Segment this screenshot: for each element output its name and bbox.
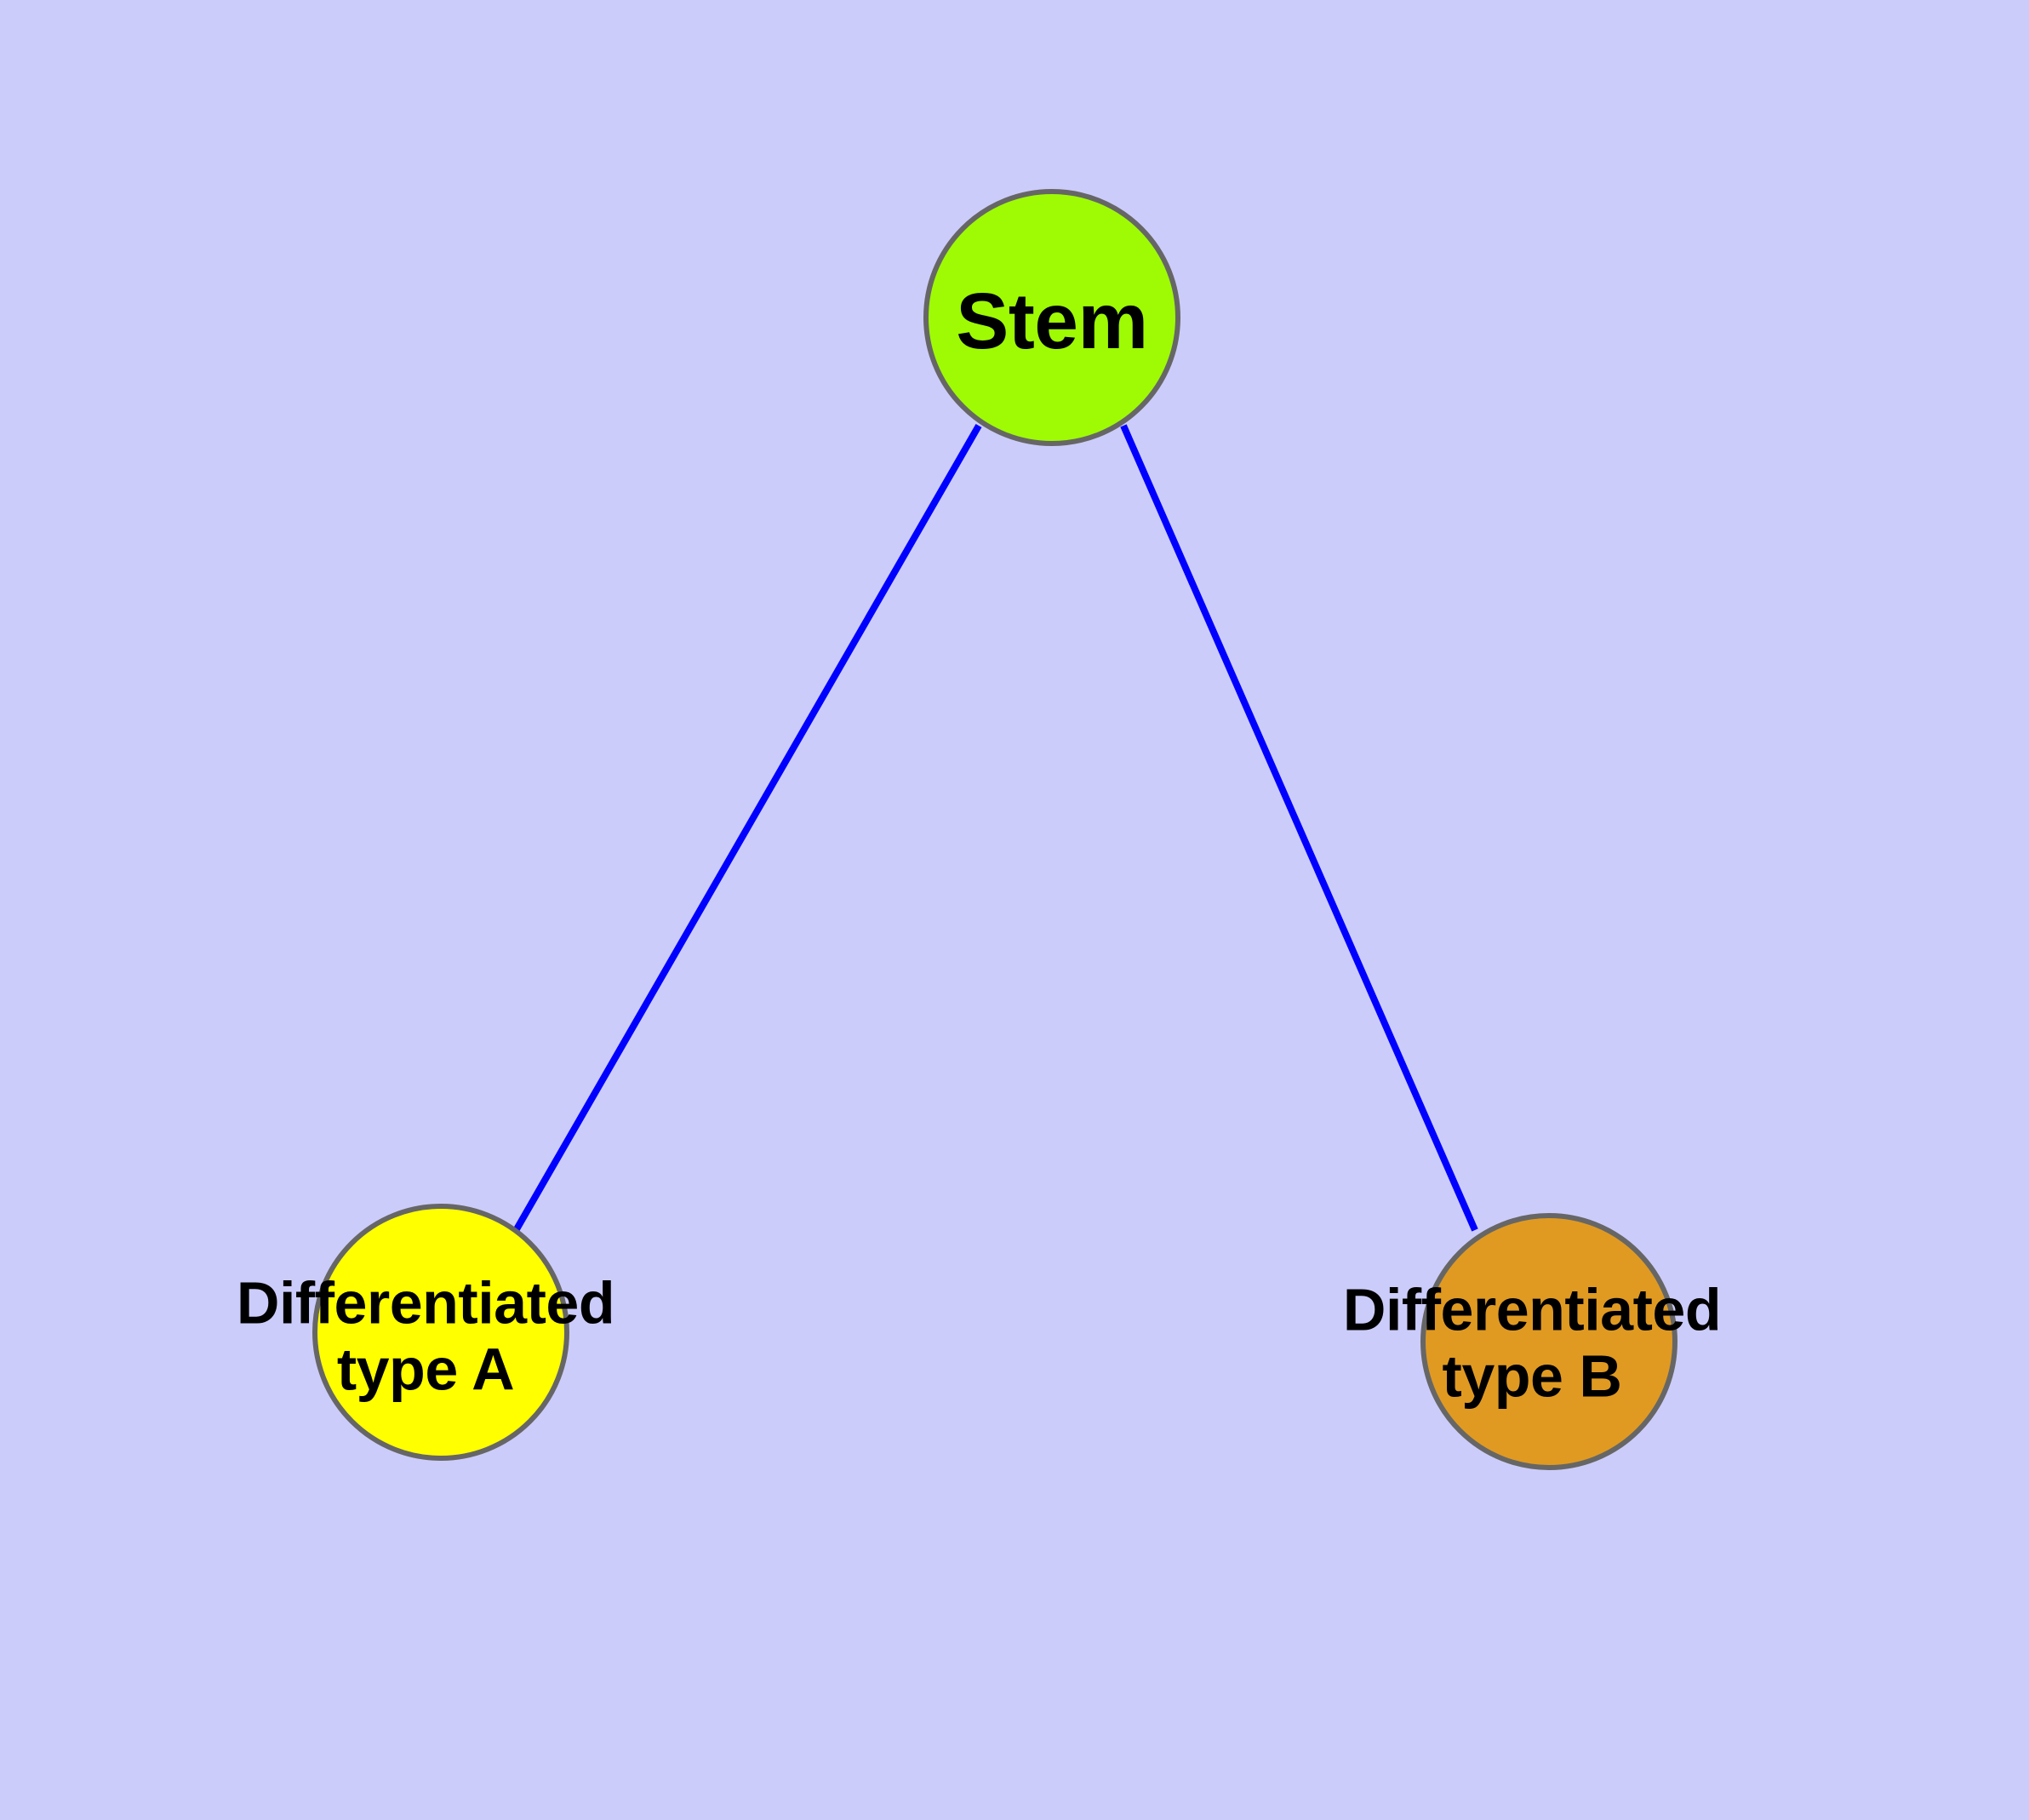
node-differentiated-type-a[interactable]: [312, 1204, 569, 1461]
edge-stem-to-diff-b: [1120, 424, 1478, 1232]
node-differentiated-type-b[interactable]: [1420, 1213, 1677, 1470]
node-stem[interactable]: [923, 189, 1180, 446]
edge-stem-to-diff-a: [513, 424, 982, 1231]
